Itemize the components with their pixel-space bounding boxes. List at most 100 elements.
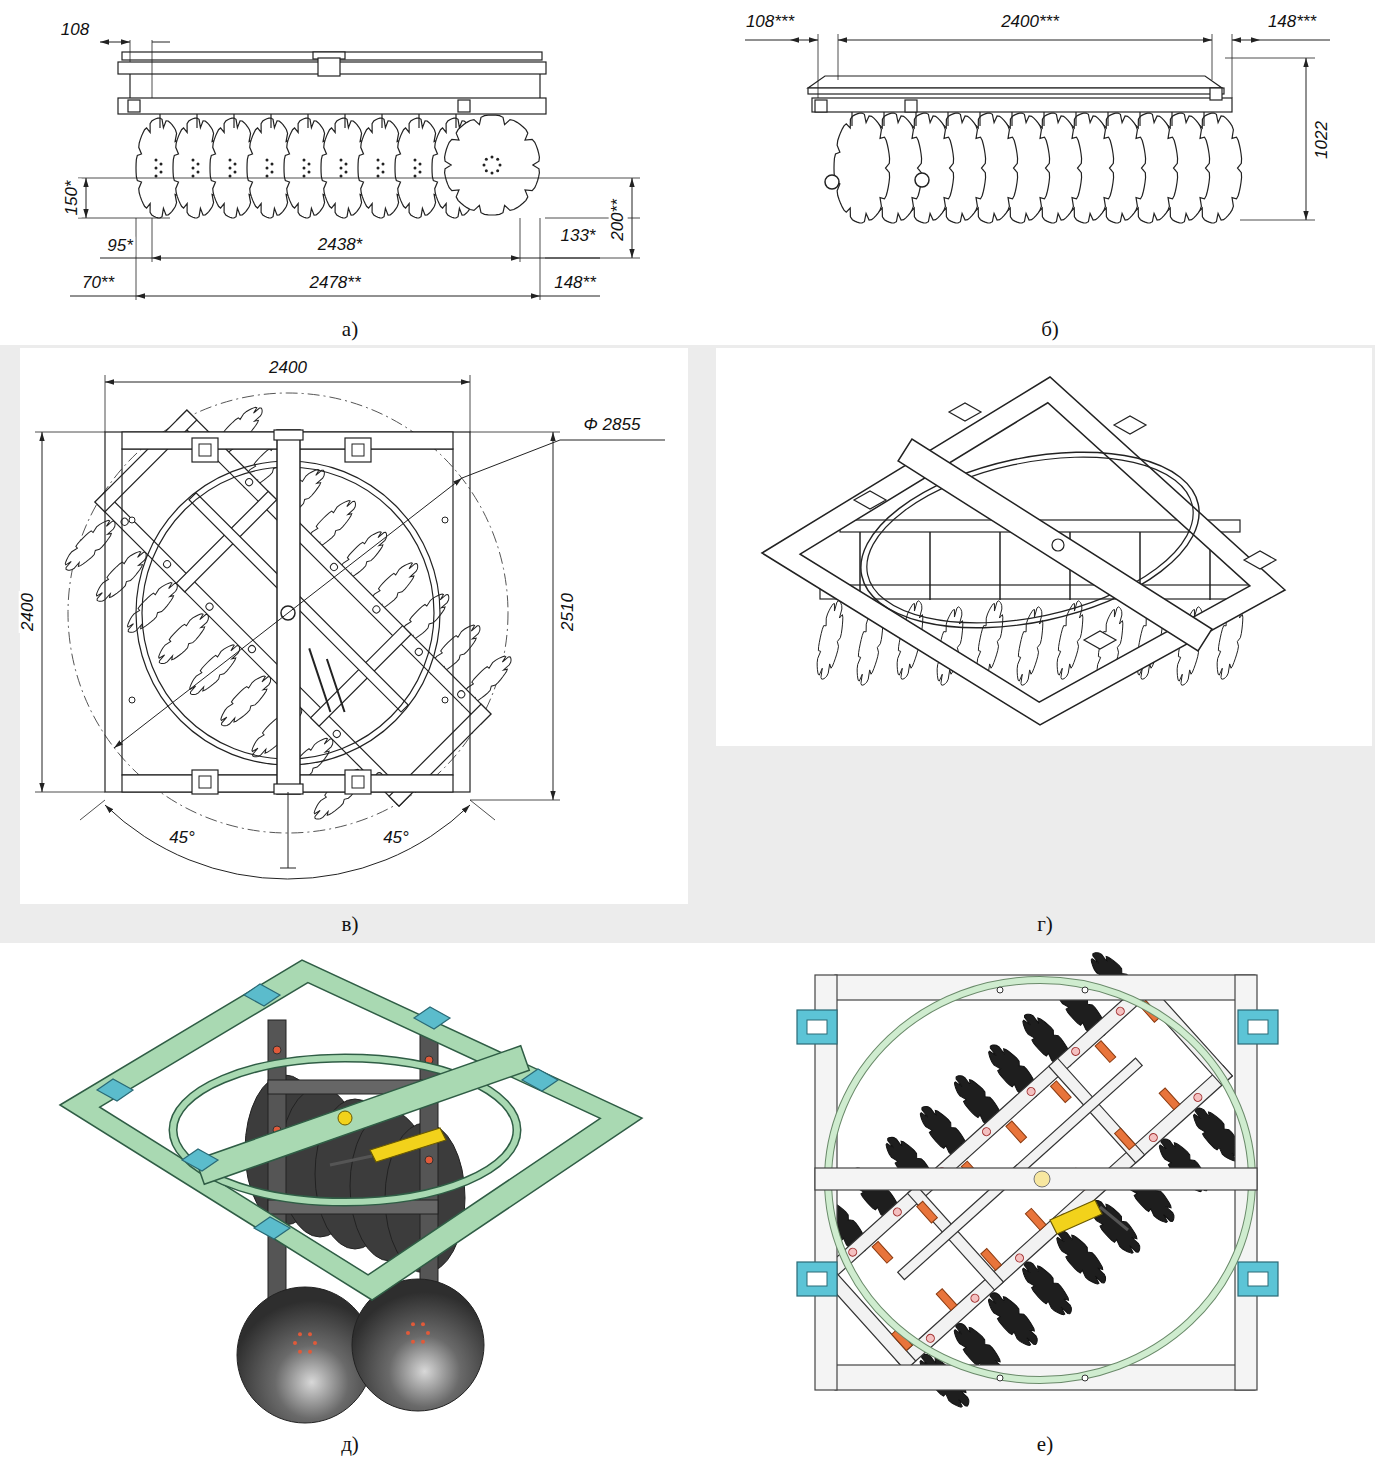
dimension-line [105, 382, 470, 383]
drawing-line [1043, 112, 1044, 126]
drawing-line [929, 532, 931, 600]
cross-beam [898, 439, 1212, 651]
drawing-line [309, 659, 362, 712]
drawing-line [947, 112, 948, 126]
panel-caption: д) [339, 1433, 361, 1456]
bolt [997, 987, 1003, 993]
disc-hole [155, 167, 158, 170]
disc-hole [382, 171, 385, 174]
scraper [1006, 1121, 1027, 1143]
scraper [1115, 1128, 1136, 1150]
frame-tube [60, 960, 642, 1300]
disc-hole [313, 1341, 317, 1345]
frame-member [177, 410, 491, 724]
drawing-line [818, 34, 819, 98]
drawing-line [270, 114, 271, 128]
mount-plate [949, 403, 981, 421]
mount-plate [1084, 631, 1116, 649]
dimension-line [136, 296, 540, 297]
mount-plate [414, 1007, 450, 1029]
panel-caption: в) [340, 913, 361, 936]
mount-plate [522, 1069, 558, 1091]
angle-arc [105, 805, 470, 879]
dimension-line [114, 478, 462, 748]
frame-member [812, 98, 1232, 112]
dimension-label: 150* [63, 179, 82, 218]
mount-plate [1248, 1020, 1268, 1034]
dimension-line [42, 432, 43, 792]
bolt [1082, 987, 1088, 993]
dimension-label: 2478** [307, 274, 362, 293]
disc-hole [234, 171, 237, 174]
drawing-line [1011, 112, 1012, 126]
scraper [1025, 1208, 1046, 1230]
disc-blade [121, 576, 183, 638]
drawing-line [344, 114, 345, 128]
panel-ground [716, 348, 1372, 746]
disc-hole [155, 159, 158, 162]
frame-member [818, 979, 1154, 1284]
dimension-label: 108 [59, 21, 91, 40]
disc-hole [377, 159, 380, 162]
disc-hole [303, 175, 306, 178]
disc-hole [483, 164, 486, 167]
drawing-line [129, 74, 130, 98]
drawing-line [745, 40, 790, 41]
disc-blade [1015, 1255, 1078, 1321]
isometric-view-d [60, 960, 642, 1423]
disc-hole [414, 159, 417, 162]
drawing-line [1100, 1207, 1128, 1230]
disc-hole [419, 171, 422, 174]
drawing-line [35, 792, 105, 793]
pivot [1034, 1171, 1050, 1187]
disc-hole [308, 171, 311, 174]
panel-caption: а) [340, 318, 360, 341]
disc-hole [496, 169, 499, 172]
bolt [273, 1046, 281, 1054]
disc-blade [214, 670, 276, 732]
disc-hole [192, 175, 195, 178]
disc-blade [152, 607, 214, 669]
pivot [1052, 539, 1064, 551]
bolt [120, 517, 130, 527]
disc-gang [47, 372, 529, 854]
frame-member [458, 100, 470, 112]
dimension-label: 133* [559, 227, 598, 246]
mount-plate [254, 1217, 290, 1239]
top-view-e [782, 939, 1278, 1421]
disc-hole [271, 163, 274, 166]
bolt [1025, 1086, 1036, 1097]
mount-plate [1238, 1262, 1278, 1296]
frame-member [1210, 88, 1222, 100]
drawing-line [233, 114, 234, 128]
disc-hole [293, 1341, 297, 1345]
drawing-line [1107, 112, 1108, 126]
dimension-label: Φ 2855 [582, 416, 643, 435]
mount-plate [352, 776, 364, 788]
disc-blade [59, 514, 121, 576]
frame-member [808, 88, 1224, 94]
mount-plate [244, 984, 280, 1006]
dimension-line [553, 432, 554, 800]
disc-hole [406, 1331, 410, 1335]
mount-plate [1114, 416, 1146, 434]
dimension-label: 95* [105, 237, 135, 256]
drawing-line [999, 532, 1001, 600]
drawing-line [1225, 58, 1315, 59]
scraper [917, 1201, 938, 1223]
disc-blade [183, 638, 245, 700]
mount-plate [797, 1262, 837, 1296]
disc-blade [817, 601, 843, 679]
ring [845, 424, 1216, 656]
dimension-line [100, 42, 130, 43]
drawing-line [152, 40, 153, 98]
mount-plate [199, 444, 211, 456]
bolt [129, 517, 135, 523]
disc-blade [981, 1286, 1044, 1352]
dimension-label: 1022 [1313, 119, 1332, 161]
panel-ground [20, 348, 688, 904]
disc-hole [491, 156, 494, 159]
side-view-a [118, 52, 546, 218]
